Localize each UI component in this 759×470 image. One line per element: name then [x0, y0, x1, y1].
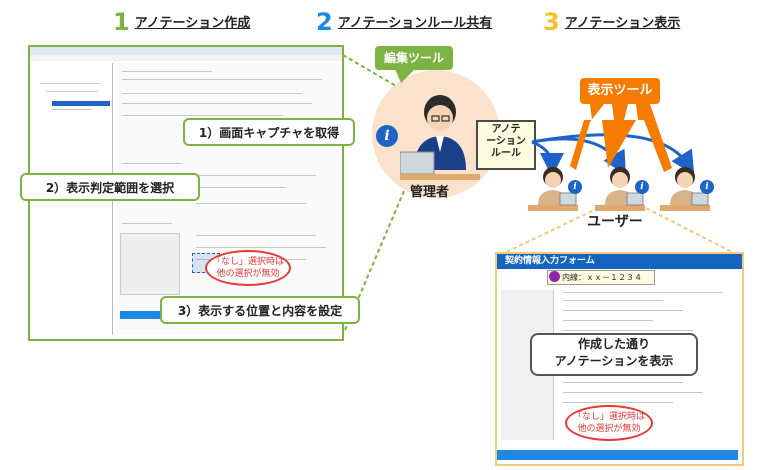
window-menubar: [30, 55, 342, 61]
form-bottom-bar-right: [497, 450, 738, 460]
window-titlebar: [30, 47, 342, 55]
display-callout-line1: 作成した通り: [577, 337, 650, 351]
edit-tool-tag: 編集ツール: [375, 46, 453, 70]
naiten-box: 内線：ｘｘ－１２３４: [547, 270, 655, 285]
displayed-note-line2: 他の選択が無効: [577, 424, 641, 434]
step-2-label: アノテーションルール共有: [337, 16, 493, 31]
rule-note-line3: ルール: [491, 148, 521, 159]
info-icon-user-1: i: [568, 180, 582, 194]
callout-capture: 1）画面キャプチャを取得: [183, 118, 355, 146]
naiten-info-icon: [549, 271, 560, 282]
contract-form-title: 契約情報入力フォーム: [497, 254, 742, 269]
step-2-number: 2: [316, 8, 333, 36]
step-1-label: アノテーション作成: [134, 16, 251, 31]
info-icon-user-3: i: [700, 180, 714, 194]
displayed-note-line1: 「なし」選択時は: [572, 412, 645, 422]
annotation-note-line2: 他の選択が無効: [216, 269, 280, 279]
step-3-label: アノテーション表示: [564, 16, 681, 31]
display-tool-tag: 表示ツール: [580, 78, 660, 104]
rule-note-line1: アノテ: [491, 124, 521, 135]
step-2-heading: 2 アノテーションルール共有: [316, 8, 492, 36]
edit-tool-tag-pointer: [395, 69, 415, 83]
displayed-annotation-note: 「なし」選択時は 他の選択が無効: [565, 405, 653, 441]
annotation-note-line1: 「なし」選択時は: [211, 257, 284, 267]
display-callout-line2: アノテーションを表示: [554, 354, 674, 368]
tree-selected-row: [52, 101, 110, 106]
info-icon-admin: i: [376, 125, 398, 147]
user-figure-1: [528, 167, 578, 211]
step-3-number: 3: [543, 8, 560, 36]
info-icon-user-2: i: [635, 180, 649, 194]
callout-set-position: 3）表示する位置と内容を設定: [160, 296, 360, 324]
user-figure-3: [660, 167, 710, 211]
rule-note-document: アノテ ーション ルール: [476, 120, 536, 170]
admin-label: 管理者: [410, 185, 450, 200]
display-callout: 作成した通り アノテーションを表示: [530, 333, 698, 376]
user-figure-2: [595, 167, 645, 211]
annotation-note: 「なし」選択時は 他の選択が無効: [205, 250, 291, 286]
step-1-heading: 1 アノテーション作成: [113, 8, 250, 36]
form-left-column: [120, 233, 180, 295]
admin-figure: [400, 95, 480, 180]
naiten-text: 内線：ｘｘ－１２３４: [562, 273, 642, 282]
user-label: ユーザー: [587, 214, 643, 230]
step-1-number: 1: [113, 8, 130, 36]
rule-note-line2: ーション: [486, 136, 526, 147]
callout-select-range: 2）表示判定範囲を選択: [20, 173, 200, 201]
step-3-heading: 3 アノテーション表示: [543, 8, 680, 36]
